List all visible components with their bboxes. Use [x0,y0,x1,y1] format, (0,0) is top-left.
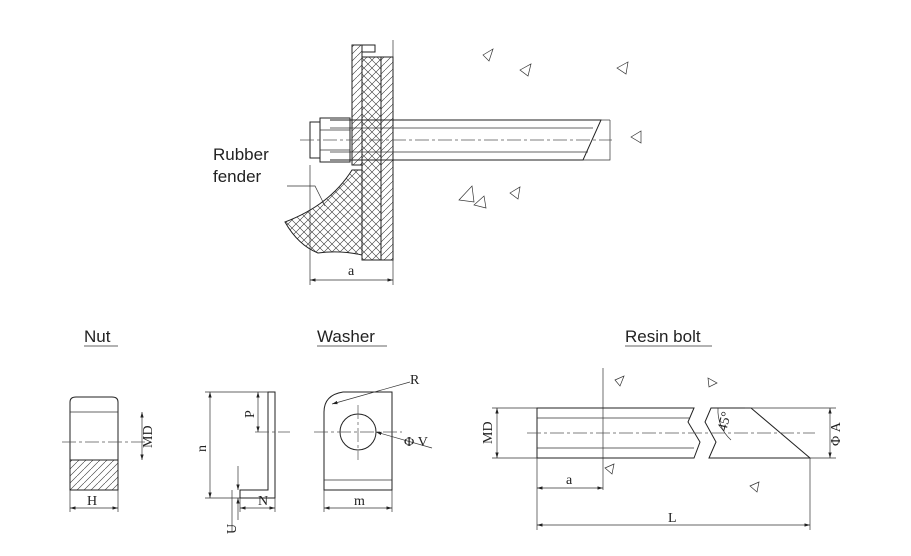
rubber-label-1: Rubber [213,145,269,164]
bolt-shank [330,119,602,161]
resin-bolt-title: Resin bolt [625,327,701,346]
washer-side [239,391,276,499]
bolt-tip-outline [583,120,611,161]
dim-md-nut: MD [141,425,156,448]
dim-u: U [225,524,240,534]
dim-m: m [354,494,365,509]
resin-bolt-view: Resin bolt 45° MD Φ A [481,327,844,530]
nut-title: Nut [84,327,111,346]
dim-r: R [410,373,420,388]
nut-hatch [69,459,119,491]
dim-p: P [243,410,258,418]
nut-body [69,396,119,491]
nut-view: Nut MD H [62,327,156,512]
dim-angle: 45° [715,410,735,433]
bolt-concrete-marks [604,375,760,493]
dim-l: L [668,511,677,526]
dim-n-small: N [258,494,268,509]
concrete-marks [458,48,642,209]
dim-phi-v: Φ V [404,435,428,450]
washer-title: Washer [317,327,375,346]
rubber-label-2: fender [213,167,262,186]
dim-h: H [87,494,97,509]
dim-a-top-label: a [348,264,355,279]
assembly-view: a Rubber fender [213,40,642,285]
rubber-fender-shape [284,169,363,256]
angle-arc [717,407,732,441]
dim-a-bolt: a [566,473,573,488]
dim-n: n [195,445,210,452]
back-plate [380,56,394,261]
dim-phi-a: Φ A [829,421,844,446]
dim-md-bolt: MD [481,421,496,444]
fender-plate [361,56,382,261]
leader-rubber [287,185,326,207]
bracket-wall [351,44,363,166]
washer-view: Washer n P U N R Φ V [195,327,433,534]
